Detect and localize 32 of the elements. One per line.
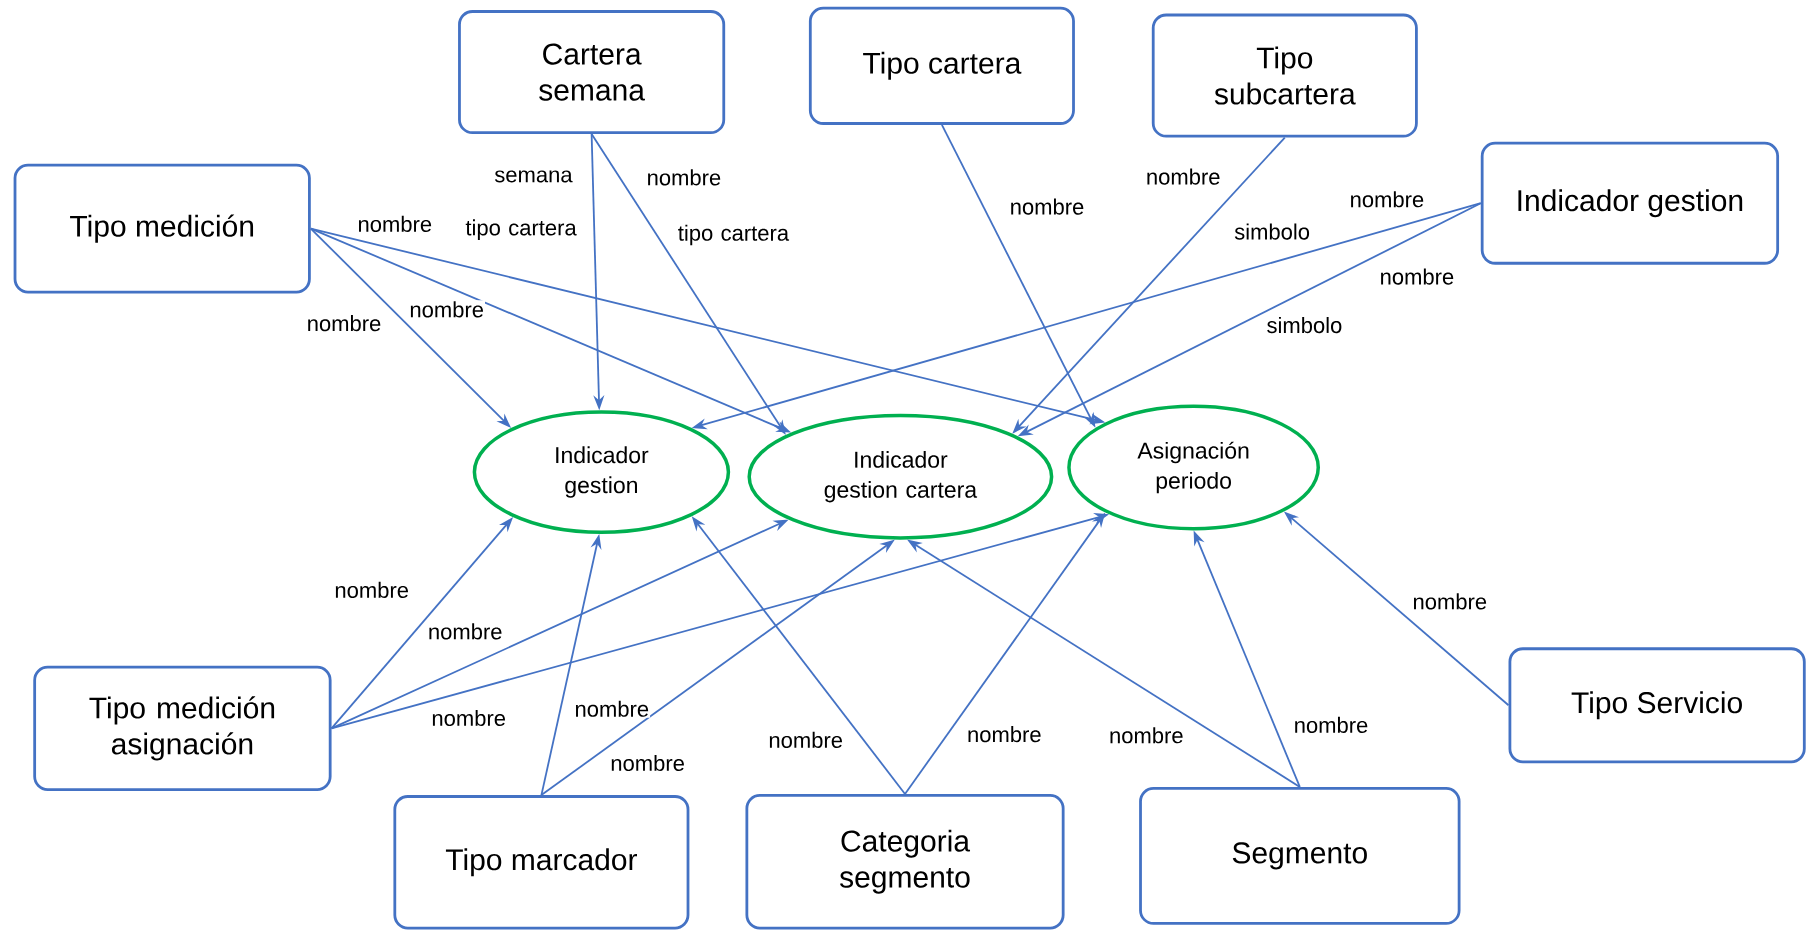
edge-label: nombre xyxy=(1008,197,1086,216)
process-box: Tipo medición asignación xyxy=(33,665,332,791)
edge-label: nombre xyxy=(767,730,844,749)
process-box: Cartera semana xyxy=(458,10,726,135)
edge-label: nombre simbolo xyxy=(1234,191,1424,240)
process-box: Tipo Servicio xyxy=(1508,647,1806,764)
edge-label: nombre xyxy=(1411,592,1489,611)
edge-label: semana tipo cartera xyxy=(465,170,577,240)
ellipse-node: Asignación periodo xyxy=(1067,404,1320,531)
process-box: Tipo cartera xyxy=(808,6,1075,125)
edge-label: nombre xyxy=(966,725,1043,744)
edge-label: nombre tipo cartera xyxy=(648,169,790,246)
edge-label: nombre xyxy=(1108,726,1185,745)
process-box: Indicador gestion xyxy=(1480,141,1780,265)
process-box: Segmento xyxy=(1139,786,1461,925)
edge-label: nombre xyxy=(408,300,485,319)
ellipse-node: Indicador gestion cartera xyxy=(747,413,1054,540)
edge-label: nombre xyxy=(333,580,410,599)
process-box: Categoria segmento xyxy=(745,793,1065,930)
process-box: Tipo marcador xyxy=(393,795,690,930)
edge-label: nombre xyxy=(1292,715,1370,734)
edge-label: nombre xyxy=(356,214,434,233)
edge-label: nombre xyxy=(305,314,383,333)
edge-label: nombre xyxy=(1144,167,1222,186)
edge-label: nombre xyxy=(573,699,651,718)
edge-label: nombre xyxy=(609,753,686,773)
edge-label: nombre xyxy=(426,622,504,641)
edge-label: nombre xyxy=(430,708,507,728)
ellipse-node: Indicador gestion xyxy=(472,410,731,534)
process-box: Tipo subcartera xyxy=(1151,13,1418,138)
edge-label: nombre simbolo xyxy=(1267,268,1454,334)
process-box: Tipo medición xyxy=(13,163,311,294)
